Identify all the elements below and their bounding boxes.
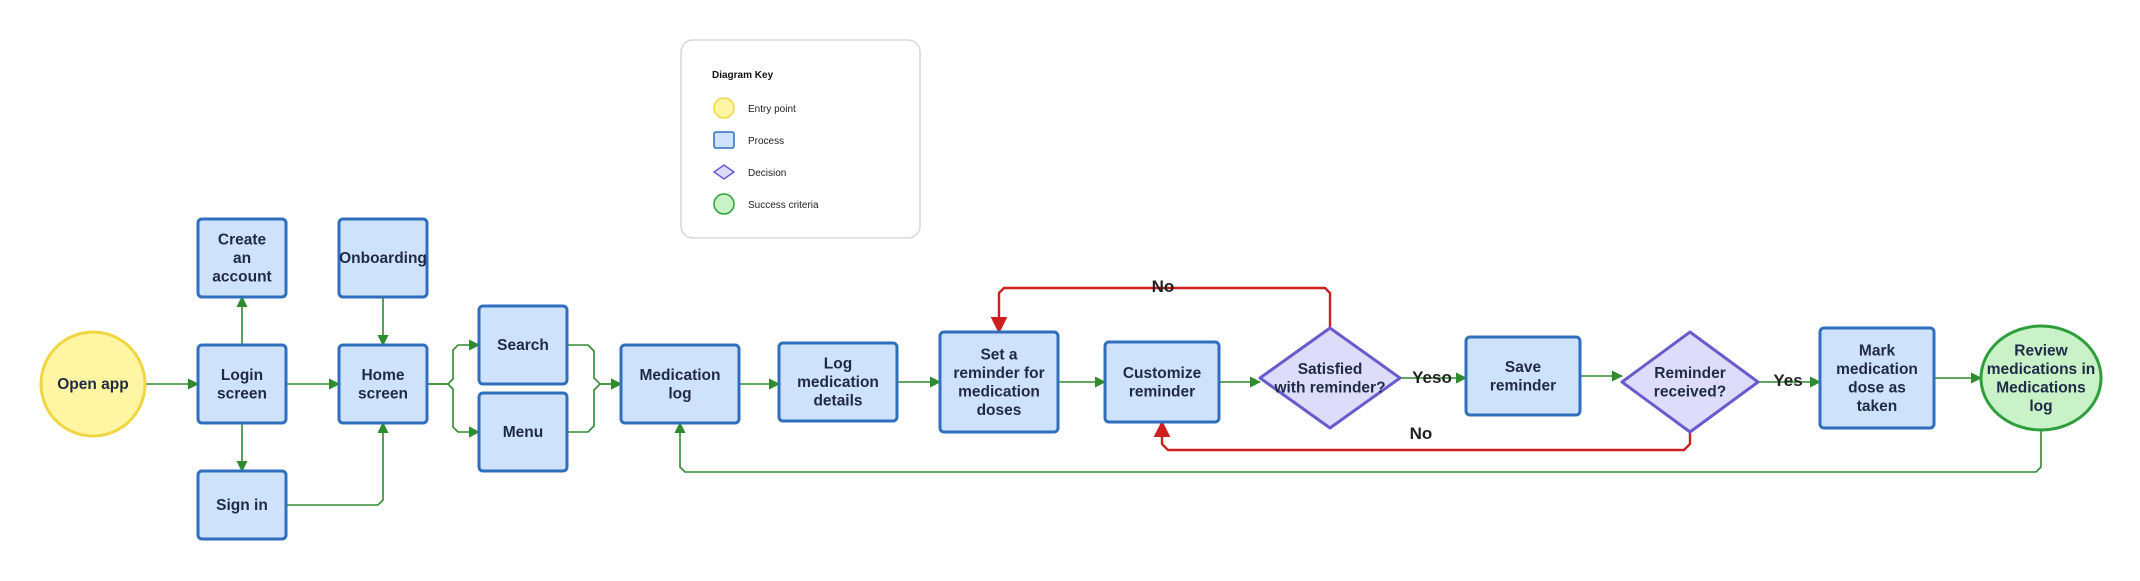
open-app-label: Open app xyxy=(57,376,128,393)
review-log-shape xyxy=(1979,324,2103,432)
key-entry-label: Entry point xyxy=(748,104,796,115)
key-success-label: Success criteria xyxy=(748,200,819,211)
key-decision-label: Decision xyxy=(748,168,786,179)
edge-satisfied-to-set-reminder xyxy=(990,286,1332,334)
node-menu: Menu xyxy=(477,391,569,473)
search-label: Search xyxy=(497,337,549,354)
search-shape xyxy=(477,304,569,386)
sign-in-label: Sign in xyxy=(216,497,268,514)
key-success-swatch xyxy=(713,193,735,215)
edge-label-satisfied-to-set-reminder: No xyxy=(1152,277,1175,296)
medication-log-shape xyxy=(619,343,741,425)
sign-in-shape xyxy=(196,469,288,541)
edge-search-to-medication-log xyxy=(567,344,623,390)
login-screen-shape xyxy=(196,343,288,425)
edge-reminder-received-to-customize-reminder xyxy=(1153,420,1692,452)
edge-review-log-to-medication-log xyxy=(674,421,2042,473)
key-process-label: Process xyxy=(748,136,784,147)
mark-dose-shape xyxy=(1818,326,1936,430)
key-decision-swatch xyxy=(712,164,736,180)
edge-home-screen-to-menu xyxy=(427,383,481,438)
edge-home-screen-to-search xyxy=(427,339,481,385)
edge-label-satisfied-to-save-reminder: Yeso xyxy=(1412,368,1452,387)
edge-menu-to-medication-log xyxy=(567,378,623,433)
menu-label: Menu xyxy=(503,424,543,441)
key-entry-swatch xyxy=(713,97,735,119)
satisfied-shape xyxy=(1258,326,1402,430)
node-sign-in: Sign in xyxy=(196,469,288,541)
log-details-shape xyxy=(777,341,899,423)
onboarding-shape xyxy=(337,217,429,299)
reminder-received-shape xyxy=(1620,330,1760,434)
node-search: Search xyxy=(477,304,569,386)
menu-shape xyxy=(477,391,569,473)
edge-label-reminder-received-to-customize-reminder: No xyxy=(1410,424,1433,443)
node-onboarding: Onboarding xyxy=(337,217,429,299)
legend-title: Diagram Key xyxy=(712,70,774,81)
save-reminder-shape xyxy=(1464,335,1582,417)
onboarding-label: Onboarding xyxy=(339,250,427,267)
edge-sign-in-to-home-screen xyxy=(286,421,389,506)
customize-reminder-shape xyxy=(1103,340,1221,424)
legend-box xyxy=(680,39,921,239)
edge-label-reminder-received-to-mark-dose: Yes xyxy=(1773,371,1802,390)
node-open-app: Open app xyxy=(39,330,147,438)
key-process-swatch xyxy=(713,131,735,149)
open-app-shape xyxy=(39,330,147,438)
create-account-shape xyxy=(196,217,288,299)
home-screen-shape xyxy=(337,343,429,425)
set-reminder-shape xyxy=(938,330,1060,434)
